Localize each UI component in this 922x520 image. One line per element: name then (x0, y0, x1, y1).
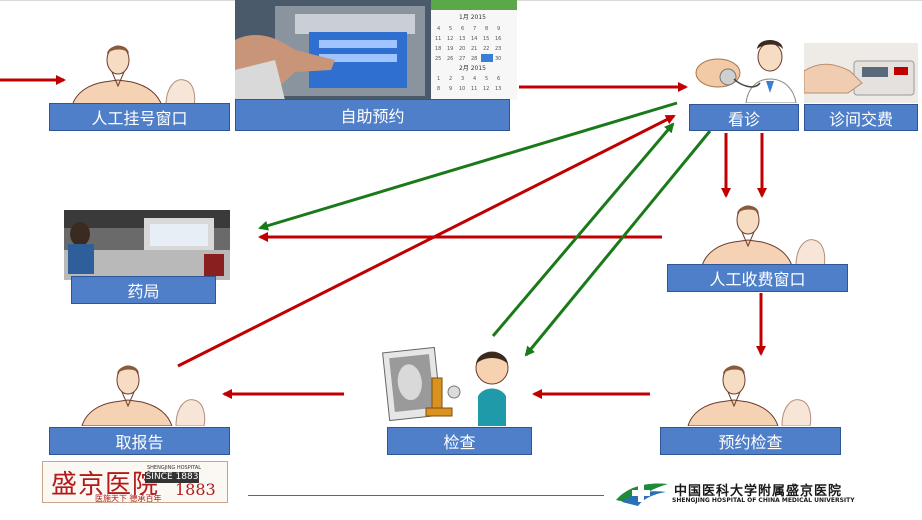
node-book-examination: 预约检查 (660, 427, 841, 455)
svg-text:28: 28 (471, 56, 477, 62)
svg-text:21: 21 (471, 46, 477, 52)
svg-text:14: 14 (471, 36, 477, 42)
logo-left-english: SHENGJING HOSPITAL (147, 465, 202, 471)
logo-left-since: SINCE 1883 (145, 472, 199, 483)
svg-text:15: 15 (483, 36, 489, 42)
node-manual-payment-window: 人工收费窗口 (667, 264, 848, 292)
logo-right-name-en: SHENGJING HOSPITAL OF CHINA MEDICAL UNIV… (672, 497, 855, 504)
logo-left-name: 盛京医院 (51, 470, 160, 500)
svg-text:19: 19 (447, 46, 453, 52)
svg-text:9: 9 (497, 26, 500, 32)
examination-illustration (382, 346, 509, 426)
svg-text:4: 4 (437, 26, 440, 32)
svg-text:6: 6 (461, 26, 464, 32)
node-manual-registration: 人工挂号窗口 (49, 103, 230, 131)
payment-terminal-photo (804, 43, 918, 103)
svg-text:16: 16 (495, 36, 501, 42)
exam-booking-clerk-illustration (687, 365, 812, 426)
svg-text:5: 5 (485, 76, 488, 82)
svg-text:26: 26 (447, 56, 453, 62)
svg-text:13: 13 (459, 36, 465, 42)
svg-text:3: 3 (461, 76, 464, 82)
svg-text:2: 2 (449, 76, 452, 82)
node-examination: 检查 (387, 427, 532, 455)
calendar-month-1: 1月 2015 (459, 14, 486, 21)
svg-text:18: 18 (435, 46, 441, 52)
calendar-month-2: 2月 2015 (459, 65, 486, 72)
svg-text:1: 1 (437, 76, 440, 82)
doctor-stethoscope-illustration (695, 40, 797, 103)
svg-text:6: 6 (497, 76, 500, 82)
svg-text:7: 7 (473, 26, 476, 32)
node-pharmacy: 药局 (71, 276, 216, 304)
logo-left-year: 1883 (175, 480, 216, 499)
shengjing-logo-right: 中国医科大学附属盛京医院 SHENGJING HOSPITAL OF CHINA… (614, 478, 914, 508)
svg-text:9: 9 (449, 86, 452, 92)
shengjing-logo-left: 盛京医院 SHENGJING HOSPITAL SINCE 1883 1883 … (42, 461, 228, 503)
svg-text:12: 12 (483, 86, 489, 92)
svg-text:8: 8 (437, 86, 440, 92)
node-get-report: 取报告 (49, 427, 230, 455)
hospital-emblem-icon (616, 483, 668, 506)
payment-clerk-illustration (701, 205, 826, 266)
svg-text:11: 11 (471, 86, 477, 92)
svg-text:23: 23 (495, 46, 501, 52)
arrow-consultation-to-examination (524, 130, 712, 357)
svg-text:22: 22 (483, 46, 489, 52)
svg-text:12: 12 (447, 36, 453, 42)
registration-clerk-illustration (71, 45, 196, 106)
arrow-examination-to-consultation (491, 122, 675, 337)
self-service-kiosk-photo (235, 0, 431, 100)
footer-divider (248, 495, 604, 496)
svg-text:27: 27 (459, 56, 465, 62)
svg-text:4: 4 (473, 76, 476, 82)
arrow-report-to-consultation (177, 114, 676, 368)
pharmacy-counter-photo (64, 210, 230, 280)
logo-left-motto: 医施天下 德承百年 (95, 494, 162, 503)
report-clerk-illustration (81, 365, 206, 426)
svg-text:20: 20 (459, 46, 465, 52)
svg-text:8: 8 (485, 26, 488, 32)
svg-text:5: 5 (449, 26, 452, 32)
svg-text:10: 10 (459, 86, 465, 92)
logo-right-name-cn: 中国医科大学附属盛京医院 (674, 484, 843, 499)
svg-text:25: 25 (435, 56, 441, 62)
node-in-clinic-payment: 诊间交费 (804, 104, 918, 131)
svg-text:13: 13 (495, 86, 501, 92)
svg-text:11: 11 (435, 36, 441, 42)
arrow-consultation-to-pharmacy (258, 101, 678, 231)
svg-text:30: 30 (495, 56, 501, 62)
node-consultation: 看诊 (689, 104, 799, 131)
node-self-booking: 自助预约 (235, 99, 510, 131)
